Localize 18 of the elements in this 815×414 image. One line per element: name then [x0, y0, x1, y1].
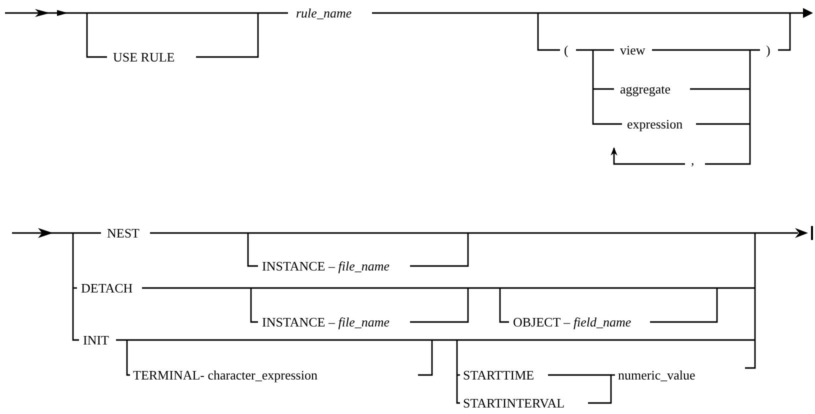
syntax-term: aggregate — [620, 82, 671, 96]
syntax-term: DETACH — [81, 282, 133, 294]
syntax-term: INIT — [83, 334, 109, 346]
syntax-term: ) — [766, 44, 770, 56]
syntax-term: STARTTIME — [463, 368, 534, 382]
syntax-term: STARTINTERVAL — [463, 396, 565, 410]
syntax-term: NEST — [107, 226, 140, 240]
syntax-term: expression — [627, 118, 683, 130]
syntax-term: TERMINAL- character_expression — [133, 368, 318, 382]
syntax-term: ( — [564, 44, 568, 56]
syntax-term: OBJECT – field_name — [513, 316, 632, 328]
syntax-term: view — [620, 44, 646, 56]
syntax-term: INSTANCE – file_name — [262, 260, 390, 272]
syntax-term: USE RULE — [113, 50, 175, 64]
syntax-term: rule_name — [296, 6, 352, 20]
syntax-term: , — [691, 154, 694, 166]
syntax-term: numeric_value — [618, 368, 696, 382]
syntax-term: INSTANCE – file_name — [262, 316, 390, 328]
